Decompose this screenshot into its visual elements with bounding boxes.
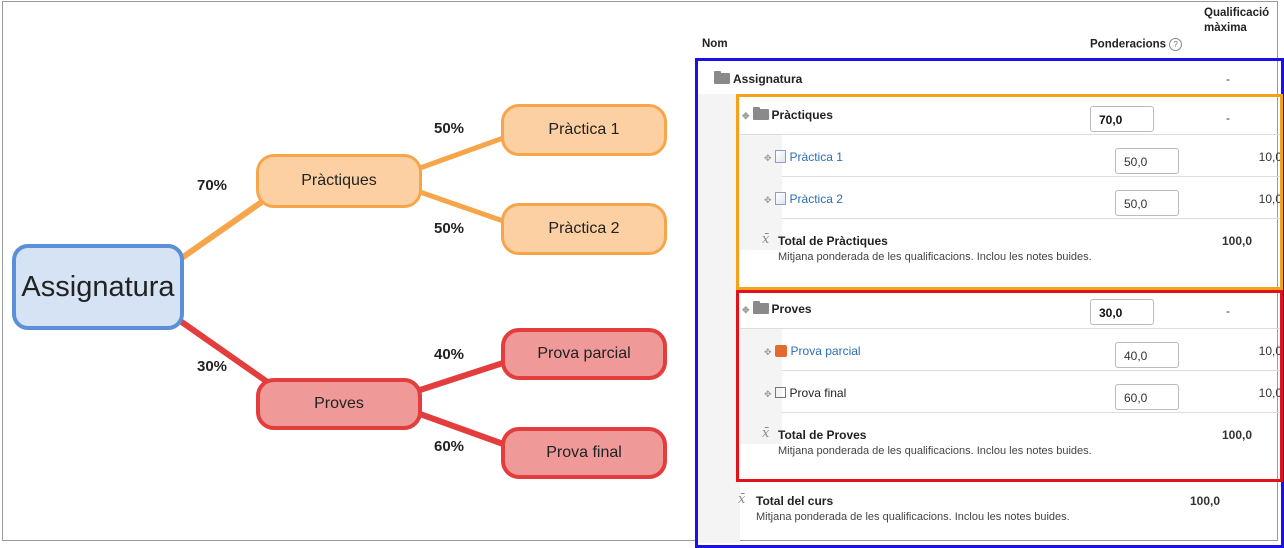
indent-shade bbox=[695, 94, 740, 543]
category-label: Assignatura bbox=[733, 72, 803, 86]
gradebook-setup-table: Nom Ponderacions? Qualificació màxima As… bbox=[690, 0, 1284, 548]
pct-proves: 30% bbox=[197, 358, 228, 375]
sum-icon: x̄ bbox=[762, 426, 770, 441]
max-prova-parcial: 10,0 bbox=[1258, 344, 1282, 358]
category-row-proves: ✥ Proves bbox=[742, 301, 812, 316]
item-link[interactable]: Prova parcial bbox=[790, 344, 861, 358]
move-icon[interactable]: ✥ bbox=[742, 305, 750, 315]
folder-icon bbox=[752, 301, 769, 314]
pct-practica-1: 50% bbox=[434, 120, 465, 137]
header-weights-label: Ponderacions bbox=[1090, 38, 1167, 51]
grade-item-practica-1[interactable]: ✥ Pràctica 1 bbox=[764, 150, 843, 164]
move-icon[interactable]: ✥ bbox=[764, 347, 772, 357]
assignment-icon bbox=[774, 150, 786, 163]
item-link[interactable]: Pràctica 1 bbox=[789, 150, 843, 164]
total-proves-desc: Mitjana ponderada de les qualificacions.… bbox=[778, 445, 1092, 457]
folder-icon bbox=[752, 107, 769, 120]
manual-item-icon bbox=[774, 387, 786, 398]
grade-item-practica-2[interactable]: ✥ Pràctica 2 bbox=[764, 192, 843, 206]
header-max-line2: màxima bbox=[1204, 22, 1247, 34]
edge-practiques-practica1 bbox=[419, 134, 507, 171]
highlight-proves bbox=[736, 290, 1283, 482]
header-max-line1: Qualificació bbox=[1204, 7, 1270, 19]
node-prova-final: Prova final bbox=[501, 427, 667, 479]
row-divider bbox=[782, 176, 1284, 177]
edge-practiques-practica2 bbox=[419, 189, 507, 225]
category-row-practiques: ✥ Pràctiques bbox=[742, 107, 833, 122]
node-practica-2: Pràctica 2 bbox=[501, 203, 667, 255]
max-total-proves: 100,0 bbox=[1221, 428, 1252, 442]
header-name: Nom bbox=[702, 38, 728, 50]
edge-proves-parcial bbox=[419, 359, 507, 393]
header-max-grade: Qualificació màxima bbox=[1204, 6, 1269, 36]
total-practiques-label: Total de Pràctiques bbox=[778, 234, 888, 248]
max-practica-1: 10,0 bbox=[1258, 150, 1282, 164]
row-divider bbox=[740, 328, 1284, 329]
node-prova-parcial: Prova parcial bbox=[501, 328, 667, 380]
row-divider bbox=[782, 218, 1284, 219]
max-practiques: - bbox=[1226, 111, 1230, 125]
weight-input-proves[interactable]: 30,0 bbox=[1090, 299, 1154, 325]
item-link[interactable]: Pràctica 2 bbox=[789, 192, 843, 206]
image-frame bbox=[2, 1, 1278, 541]
assignment-icon bbox=[774, 192, 786, 205]
move-icon[interactable]: ✥ bbox=[764, 389, 772, 399]
total-course-label: Total del curs bbox=[756, 494, 834, 508]
total-course-desc: Mitjana ponderada de les qualificacions.… bbox=[756, 511, 1070, 523]
pct-practica-2: 50% bbox=[434, 220, 465, 237]
move-icon[interactable]: ✥ bbox=[764, 195, 772, 205]
row-divider bbox=[782, 370, 1284, 371]
node-proves: Proves bbox=[256, 378, 422, 430]
weight-input-practica-1[interactable]: 50,0 bbox=[1115, 148, 1179, 174]
grade-item-prova-final: ✥ Prova final bbox=[764, 386, 846, 400]
max-prova-final: 10,0 bbox=[1258, 386, 1282, 400]
pct-prova-final: 60% bbox=[434, 438, 465, 455]
move-icon[interactable]: ✥ bbox=[742, 111, 750, 121]
quiz-icon bbox=[774, 345, 787, 357]
max-practica-2: 10,0 bbox=[1258, 192, 1282, 206]
weight-input-practica-2[interactable]: 50,0 bbox=[1115, 190, 1179, 216]
header-weights: Ponderacions? bbox=[1090, 38, 1183, 51]
pct-practiques: 70% bbox=[197, 177, 228, 194]
folder-icon bbox=[714, 71, 730, 84]
max-total-course: 100,0 bbox=[1189, 494, 1220, 508]
category-label: Proves bbox=[771, 302, 812, 316]
row-divider bbox=[740, 134, 1284, 135]
total-proves-label: Total de Proves bbox=[778, 428, 867, 442]
edge-proves-final bbox=[418, 411, 508, 448]
node-assignatura: Assignatura bbox=[12, 244, 184, 330]
node-practica-1: Pràctica 1 bbox=[501, 104, 667, 156]
help-icon[interactable]: ? bbox=[1169, 38, 1183, 51]
row-divider bbox=[782, 412, 1284, 413]
category-row-assignatura: Assignatura bbox=[714, 71, 803, 86]
total-practiques-desc: Mitjana ponderada de les qualificacions.… bbox=[778, 251, 1092, 263]
sum-icon: x̄ bbox=[738, 492, 746, 507]
max-total-practiques: 100,0 bbox=[1221, 234, 1252, 248]
weight-input-prova-parcial[interactable]: 40,0 bbox=[1115, 342, 1179, 368]
highlight-practiques bbox=[736, 94, 1283, 290]
sum-icon: x̄ bbox=[762, 232, 770, 247]
grade-item-prova-parcial[interactable]: ✥ Prova parcial bbox=[764, 344, 861, 358]
pct-prova-parcial: 40% bbox=[434, 346, 465, 363]
max-proves: - bbox=[1226, 304, 1230, 318]
weight-input-practiques[interactable]: 70,0 bbox=[1090, 106, 1154, 132]
item-label: Prova final bbox=[789, 386, 847, 400]
move-icon[interactable]: ✥ bbox=[764, 153, 772, 163]
max-assignatura: - bbox=[1226, 72, 1230, 86]
weight-input-prova-final[interactable]: 60,0 bbox=[1115, 384, 1179, 410]
node-practiques: Pràctiques bbox=[256, 154, 422, 208]
category-label: Pràctiques bbox=[771, 108, 833, 122]
